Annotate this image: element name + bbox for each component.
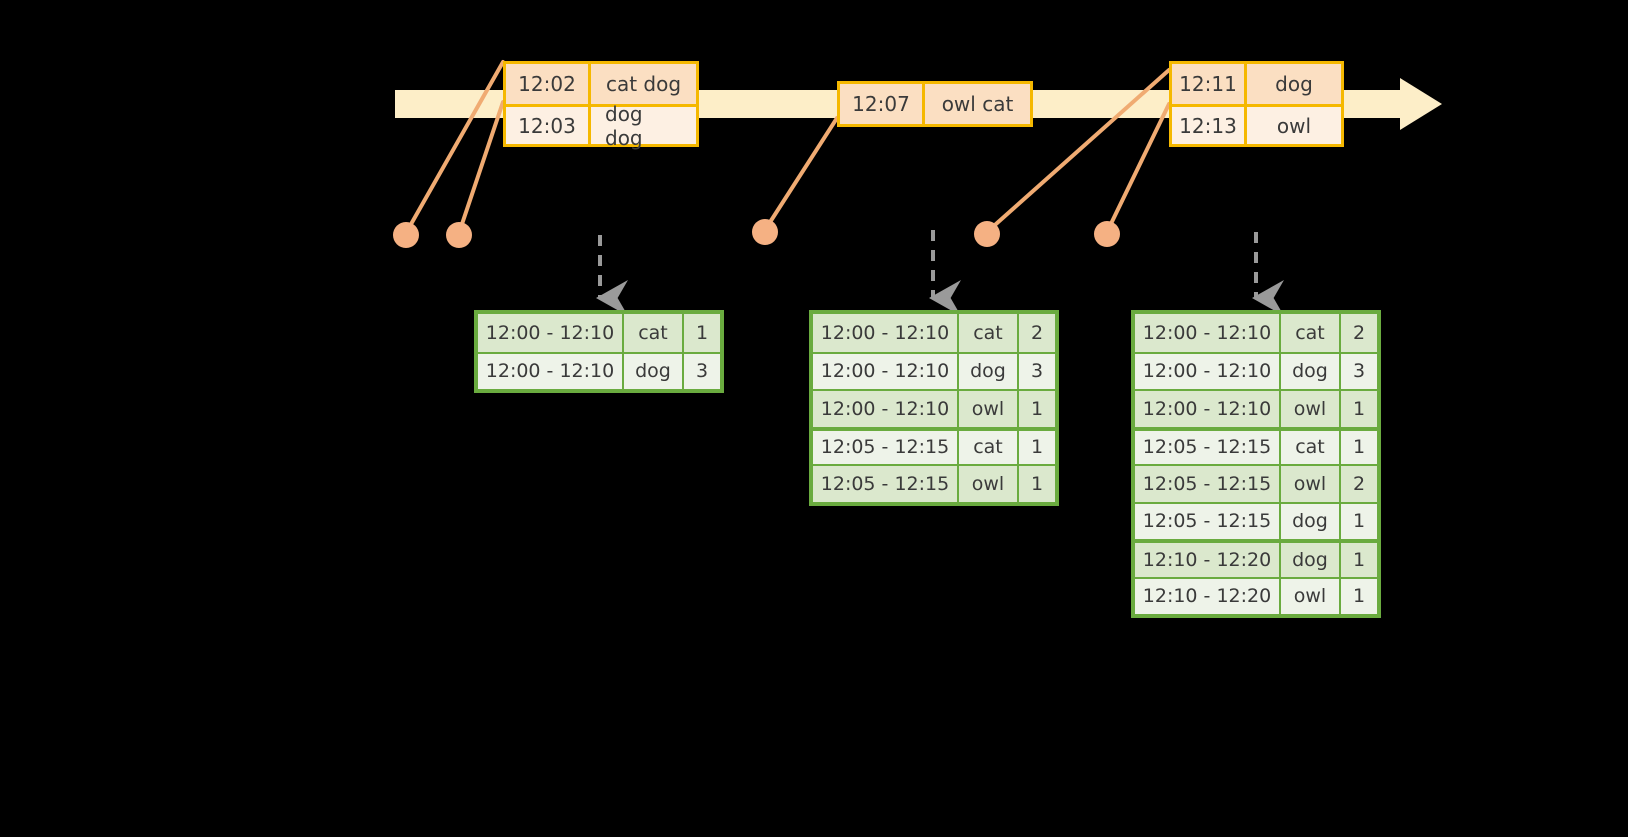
event-words: dog [1247,64,1341,104]
cell-count: 1 [1341,543,1377,577]
cell-count: 1 [1019,430,1055,464]
cell-key: cat [959,430,1019,464]
connector-line-5 [1105,102,1171,234]
connector-line-2 [457,100,505,235]
cell-key: owl [959,391,1019,427]
event-stream-arrowhead [1400,78,1442,130]
event-time: 12:13 [1172,107,1247,144]
connector-dot-3 [752,219,778,245]
cell-key: cat [624,314,684,352]
cell-count: 3 [1019,353,1055,389]
cell-window: 12:00 - 12:10 [1135,391,1281,427]
event-time: 12:03 [506,107,591,144]
cell-count: 2 [1341,466,1377,502]
cell-key: cat [1281,314,1341,352]
cell-key: dog [1281,543,1341,577]
cell-key: dog [1281,503,1341,539]
event-row: 12:03 dog dog [506,102,696,150]
cell-window: 12:00 - 12:10 [813,314,959,352]
cell-count: 1 [1341,430,1377,464]
connector-dot-2 [446,222,472,248]
cell-window: 12:00 - 12:10 [1135,314,1281,352]
cell-window: 12:00 - 12:10 [813,391,959,427]
cell-window: 12:05 - 12:15 [813,466,959,502]
event-row: 12:07 owl cat [840,84,1030,124]
connector-line-3 [763,116,839,232]
emit-arrows [596,230,1284,316]
connector-line-1 [404,60,505,235]
event-words: cat dog [591,64,696,104]
event-row: 12:02 cat dog [506,64,696,104]
cell-key: owl [1281,391,1341,427]
cell-window: 12:00 - 12:10 [478,353,624,389]
cell-count: 3 [1341,353,1377,389]
event-group-3: 12:11 dog 12:13 owl [1169,61,1344,147]
cell-count: 1 [684,314,720,352]
cell-key: cat [1281,430,1341,464]
cell-count: 3 [684,353,720,389]
cell-count: 1 [1341,503,1377,539]
cell-key: owl [959,466,1019,502]
cell-window: 12:00 - 12:10 [813,353,959,389]
cell-key: dog [1281,353,1341,389]
cell-count: 2 [1019,314,1055,352]
cell-window: 12:10 - 12:20 [1135,578,1281,614]
cell-window: 12:05 - 12:15 [1135,430,1281,464]
event-row: 12:13 owl [1172,104,1341,144]
event-group-1: 12:02 cat dog 12:03 dog dog [503,61,699,150]
cell-count: 2 [1341,314,1377,352]
cell-window: 12:05 - 12:15 [1135,503,1281,539]
cell-window: 12:00 - 12:10 [1135,353,1281,389]
cell-key: owl [1281,466,1341,502]
connector-dot-1 [393,222,419,248]
cell-key: cat [959,314,1019,352]
event-words: owl cat [925,84,1030,124]
event-words: dog dog [591,102,696,150]
cell-count: 1 [1341,578,1377,614]
event-time: 12:11 [1172,64,1247,104]
event-words: owl [1247,107,1341,144]
cell-window: 12:05 - 12:15 [813,430,959,464]
cell-count: 1 [1341,391,1377,427]
connector-dots [393,219,1120,248]
cell-window: 12:00 - 12:10 [478,314,624,352]
cell-window: 12:10 - 12:20 [1135,543,1281,577]
cell-key: dog [959,353,1019,389]
event-time: 12:07 [840,84,925,124]
connector-dot-5 [1094,221,1120,247]
event-row: 12:11 dog [1172,64,1341,104]
connector-dot-4 [974,221,1000,247]
cell-key: dog [624,353,684,389]
event-time: 12:02 [506,64,591,104]
cell-count: 1 [1019,466,1055,502]
cell-key: owl [1281,578,1341,614]
cell-count: 1 [1019,391,1055,427]
cell-window: 12:05 - 12:15 [1135,466,1281,502]
event-group-2: 12:07 owl cat [837,81,1033,127]
